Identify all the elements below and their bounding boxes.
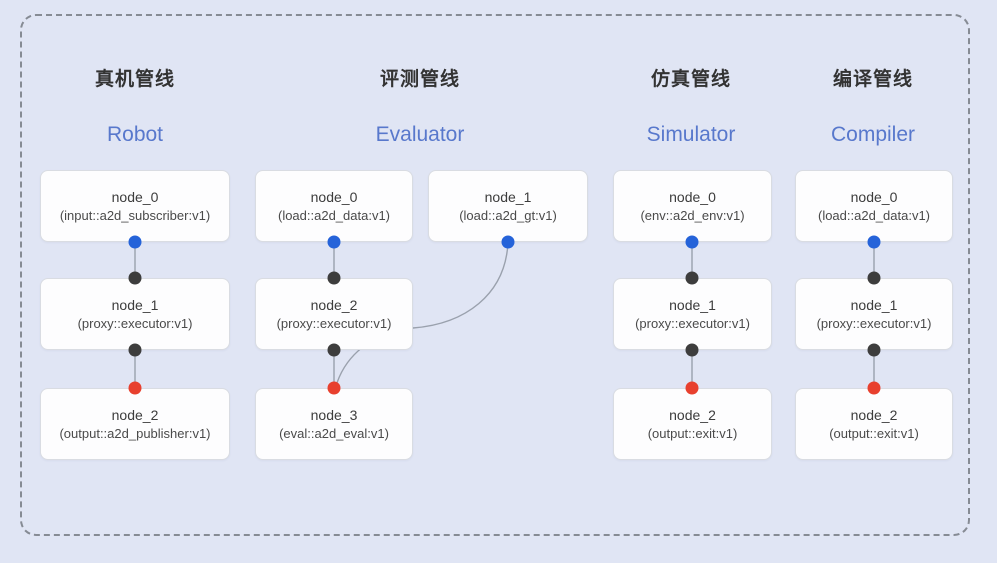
node-name: node_2: [310, 297, 358, 313]
node-type: (output::exit:v1): [829, 426, 919, 441]
node-robot-2[interactable]: node_2 (output::a2d_publisher:v1): [40, 388, 230, 460]
handle-target-compiler-node1[interactable]: [867, 271, 881, 285]
pipeline-subtitle-compiler: Compiler: [830, 123, 916, 146]
pipeline-title-evaluator: 评测管线: [379, 69, 460, 90]
handle-source-evaluator-node0[interactable]: [327, 235, 341, 249]
node-type: (load::a2d_data:v1): [817, 208, 931, 223]
pipeline-title-robot: 真机管线: [94, 69, 175, 90]
node-type: (output::exit:v1): [647, 426, 738, 441]
pipeline-subtitle-evaluator: Evaluator: [375, 123, 465, 146]
handle-source-evaluator-node1[interactable]: [501, 235, 515, 249]
node-type: (proxy::executor:v1): [816, 316, 932, 331]
node-name: node_0: [111, 189, 159, 205]
handle-target-robot-node1[interactable]: [128, 271, 142, 285]
node-compiler-2[interactable]: node_2 (output::exit:v1): [795, 388, 953, 460]
node-name: node_0: [310, 189, 358, 205]
handle-source-robot-node0[interactable]: [128, 235, 142, 249]
node-name: node_0: [669, 189, 716, 205]
node-name: node_2: [111, 407, 159, 423]
node-type: (input::a2d_subscriber:v1): [59, 208, 211, 223]
node-name: node_2: [850, 407, 898, 423]
handle-source-compiler-node1[interactable]: [867, 343, 881, 357]
handle-target-evaluator-node3[interactable]: [327, 381, 341, 395]
node-evaluator-1[interactable]: node_1 (load::a2d_gt:v1): [428, 170, 588, 242]
node-simulator-0[interactable]: node_0 (env::a2d_env:v1): [613, 170, 772, 242]
handle-target-robot-node2[interactable]: [128, 381, 142, 395]
diagram-dashed-frame: [20, 14, 970, 536]
handle-target-evaluator-node2[interactable]: [327, 271, 341, 285]
node-name: node_1: [111, 297, 159, 313]
handle-target-compiler-node2[interactable]: [867, 381, 881, 395]
node-robot-0[interactable]: node_0 (input::a2d_subscriber:v1): [40, 170, 230, 242]
node-name: node_1: [669, 297, 716, 313]
node-robot-1[interactable]: node_1 (proxy::executor:v1): [40, 278, 230, 350]
node-evaluator-2[interactable]: node_2 (proxy::executor:v1): [255, 278, 413, 350]
node-compiler-0[interactable]: node_0 (load::a2d_data:v1): [795, 170, 953, 242]
node-type: (output::a2d_publisher:v1): [59, 426, 211, 441]
node-simulator-1[interactable]: node_1 (proxy::executor:v1): [613, 278, 772, 350]
node-type: (load::a2d_gt:v1): [459, 208, 557, 223]
handle-source-evaluator-node2[interactable]: [327, 343, 341, 357]
handle-target-simulator-node2[interactable]: [685, 381, 699, 395]
node-type: (eval::a2d_eval:v1): [279, 426, 389, 441]
node-name: node_1: [484, 189, 532, 205]
node-name: node_3: [310, 407, 358, 423]
pipeline-subtitle-robot: Robot: [106, 123, 164, 146]
pipeline-title-simulator: 仿真管线: [650, 69, 731, 90]
pipeline-title-compiler: 编译管线: [832, 69, 913, 90]
pipeline-subtitle-simulator: Simulator: [646, 123, 736, 146]
node-type: (proxy::executor:v1): [77, 316, 193, 331]
node-type: (load::a2d_data:v1): [277, 208, 391, 223]
node-type: (proxy::executor:v1): [635, 316, 750, 331]
handle-source-simulator-node0[interactable]: [685, 235, 699, 249]
handle-source-compiler-node0[interactable]: [867, 235, 881, 249]
handle-source-simulator-node1[interactable]: [685, 343, 699, 357]
node-type: (env::a2d_env:v1): [640, 208, 745, 223]
node-evaluator-0[interactable]: node_0 (load::a2d_data:v1): [255, 170, 413, 242]
node-simulator-2[interactable]: node_2 (output::exit:v1): [613, 388, 772, 460]
handle-target-simulator-node1[interactable]: [685, 271, 699, 285]
handle-source-robot-node1[interactable]: [128, 343, 142, 357]
node-type: (proxy::executor:v1): [276, 316, 392, 331]
node-name: node_0: [850, 189, 898, 205]
node-name: node_2: [669, 407, 716, 423]
node-name: node_1: [850, 297, 898, 313]
node-evaluator-3[interactable]: node_3 (eval::a2d_eval:v1): [255, 388, 413, 460]
node-compiler-1[interactable]: node_1 (proxy::executor:v1): [795, 278, 953, 350]
